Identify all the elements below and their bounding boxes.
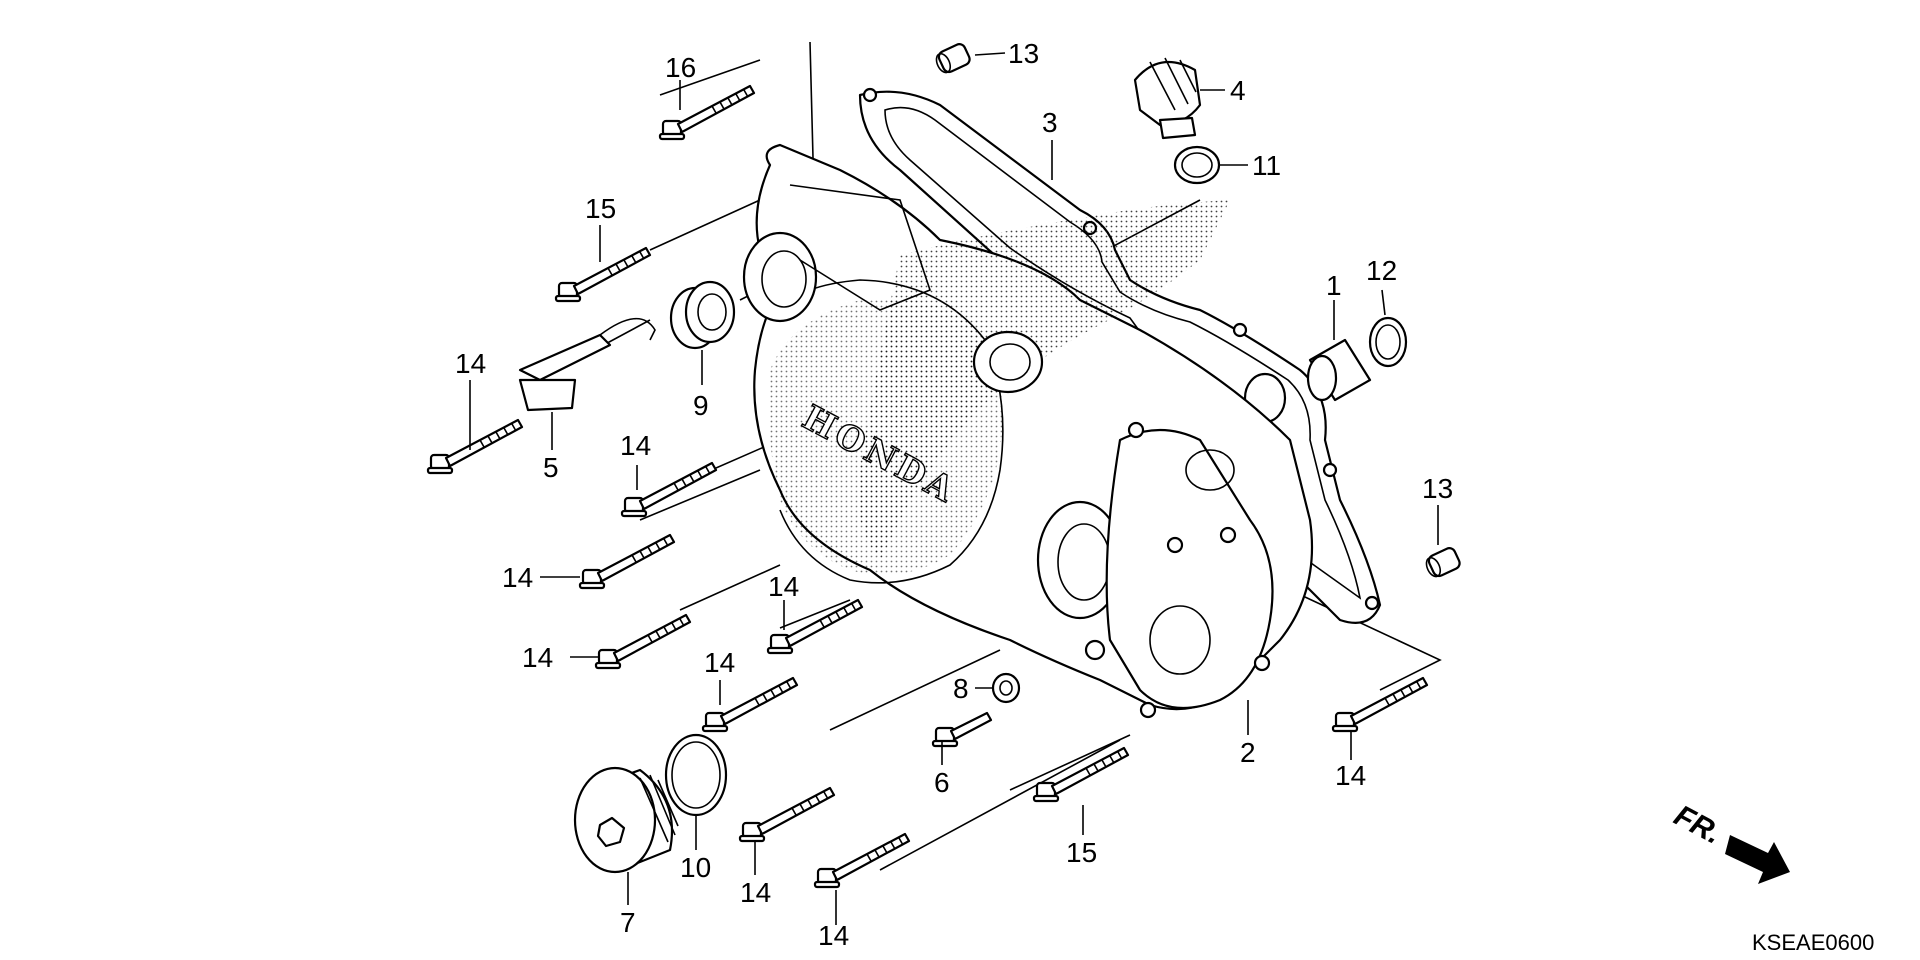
bolt-14-e: [701, 676, 799, 733]
callout-leaders: [469, 52, 1439, 925]
crankcase-cover: HONDA: [742, 87, 1382, 719]
o-ring-plug: [664, 733, 728, 817]
bolt-14-f: [738, 786, 836, 843]
callout-15-upper: 15: [585, 193, 616, 224]
oil-seal: [669, 280, 736, 350]
callout-14-clip: 14: [455, 348, 486, 379]
callout-14-d: 14: [768, 571, 799, 602]
callout-5: 5: [543, 452, 559, 483]
callout-14-c: 14: [522, 642, 553, 673]
callout-16: 16: [665, 52, 696, 83]
bolt-6-short: [931, 711, 993, 748]
callout-14-g: 14: [818, 920, 849, 951]
bolt-14-clip: [426, 418, 524, 475]
front-direction-arrow-icon: [1725, 835, 1790, 884]
callout-14-a: 14: [620, 430, 651, 461]
collar: [1306, 338, 1372, 402]
front-direction-label: FR.: [1669, 799, 1727, 851]
dowel-pin-right: [1425, 547, 1461, 578]
o-ring-cap: [1173, 145, 1221, 185]
bolt-14-right: [1331, 676, 1429, 733]
callout-14-f: 14: [740, 877, 771, 908]
bolt-15-upper: [554, 246, 652, 303]
callout-4: 4: [1230, 75, 1246, 106]
oil-filler-cap: [1133, 57, 1202, 140]
front-direction-indicator: FR.: [1669, 799, 1790, 884]
callout-14-e: 14: [704, 647, 735, 678]
cable-clip: [518, 317, 656, 412]
callout-9: 9: [693, 390, 709, 421]
bolt-14-b: [578, 533, 676, 590]
callout-13-top: 13: [1008, 38, 1039, 69]
callout-11: 11: [1252, 150, 1281, 181]
callout-1: 1: [1326, 270, 1342, 301]
callout-10: 10: [680, 852, 711, 883]
callout-6: 6: [934, 767, 950, 798]
callout-3: 3: [1042, 107, 1058, 138]
bolt-16: [658, 84, 756, 141]
dowel-pin-top: [935, 43, 971, 74]
o-ring-collar: [1368, 316, 1408, 368]
callout-15-lower: 15: [1066, 837, 1097, 868]
callout-2: 2: [1240, 737, 1256, 768]
callout-8: 8: [953, 673, 969, 704]
callout-13-right: 13: [1422, 473, 1453, 504]
callout-14-right: 14: [1335, 760, 1366, 791]
figure-code: KSEAE0600: [1752, 930, 1874, 955]
callout-7: 7: [620, 907, 636, 938]
callout-labels: 16 13 4 3 11 15 12 1 14 9 5 14 13 14 14 …: [455, 38, 1453, 951]
bolt-14-g: [813, 832, 911, 889]
bolt-14-c: [594, 613, 692, 670]
sealing-washer: [991, 672, 1021, 704]
bolt-15-lower: [1032, 746, 1130, 803]
callout-12: 12: [1366, 255, 1397, 286]
callout-14-b: 14: [502, 562, 533, 593]
inspection-plug: [573, 766, 679, 874]
